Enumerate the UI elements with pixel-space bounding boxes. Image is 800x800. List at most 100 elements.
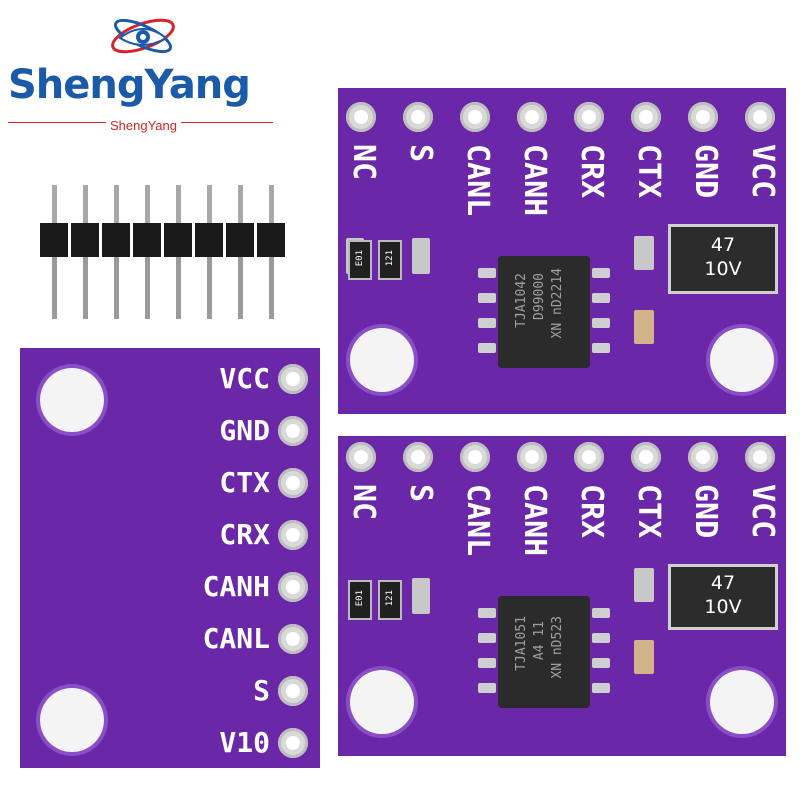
chip-lead — [592, 683, 610, 693]
resistor-code: E01 — [355, 250, 365, 267]
chip-lead — [478, 608, 496, 618]
header-pin — [114, 257, 119, 319]
pin-pad — [278, 416, 308, 446]
pin-pad — [278, 572, 308, 602]
resistor-code: E01 — [355, 590, 365, 607]
pin-label: CANH — [517, 144, 552, 217]
pin-label: CTX — [631, 484, 666, 539]
pin-label: CANL — [202, 622, 270, 655]
pin-label: CRX — [574, 144, 609, 199]
pin-label: VCC — [745, 144, 780, 199]
pin-pad — [460, 102, 490, 132]
pin-pad — [745, 442, 775, 472]
chip-marking: TJA1042 — [514, 273, 529, 328]
capacitor: 47 10V — [668, 224, 778, 294]
chip-lead — [592, 318, 610, 328]
pin-label: CANL — [460, 484, 495, 557]
pin-label: S — [403, 144, 438, 163]
chip-lead — [478, 318, 496, 328]
mount-hole — [350, 670, 414, 734]
chip-lead — [592, 658, 610, 668]
pin-label: NC — [346, 484, 381, 521]
pin-pad — [688, 442, 718, 472]
resistor — [634, 310, 654, 344]
pin-pad — [460, 442, 490, 472]
header-pin — [207, 257, 212, 319]
chip-lead — [478, 343, 496, 353]
brand-subtitle: ShengYang — [106, 118, 181, 133]
resistor: E01 — [348, 580, 372, 620]
chip-lead — [592, 343, 610, 353]
header-pin — [114, 185, 119, 225]
pin-label: GND — [688, 484, 723, 539]
pin-label: CRX — [219, 518, 270, 551]
resistor — [634, 568, 654, 602]
header-pin — [83, 257, 88, 319]
resistor: 121 — [378, 580, 402, 620]
pin-pad — [278, 364, 308, 394]
eye-logo-icon — [111, 18, 175, 54]
pin-label: VCC — [219, 362, 270, 395]
logo — [108, 8, 178, 64]
header-pin — [176, 185, 181, 225]
chip-lead — [592, 268, 610, 278]
header-pin — [83, 185, 88, 225]
pin-pad — [403, 442, 433, 472]
pin-pad — [745, 102, 775, 132]
header-pin — [145, 185, 150, 225]
pin-pad — [688, 102, 718, 132]
pin-header — [40, 185, 300, 325]
resistor: 121 — [378, 240, 402, 280]
resistor: E01 — [348, 240, 372, 280]
header-pin — [176, 257, 181, 319]
header-pin-body — [71, 223, 99, 257]
pin-label: VCC — [745, 484, 780, 539]
pin-pad — [278, 468, 308, 498]
pin-pad — [278, 520, 308, 550]
pin-pad — [278, 728, 308, 758]
component — [412, 578, 430, 614]
pin-label: GND — [219, 414, 270, 447]
header-pin — [145, 257, 150, 319]
pin-label: CTX — [631, 144, 666, 199]
header-pin — [269, 257, 274, 319]
capacitor-value: 47 — [710, 572, 736, 594]
pin-pad — [278, 624, 308, 654]
pin-label: GND — [688, 144, 723, 199]
pin-pad — [631, 442, 661, 472]
resistor — [634, 236, 654, 270]
pin-pad — [346, 102, 376, 132]
chip-lead — [592, 633, 610, 643]
pin-label: CRX — [574, 484, 609, 539]
header-pin-body — [133, 223, 161, 257]
pin-pad — [517, 102, 547, 132]
pin-pad — [631, 102, 661, 132]
header-pin-body — [226, 223, 254, 257]
pin-pad — [403, 102, 433, 132]
mount-hole — [710, 670, 774, 734]
pin-pad — [574, 442, 604, 472]
mount-hole — [350, 328, 414, 392]
resistor — [634, 640, 654, 674]
chip-marking: XN nD2214 — [550, 268, 565, 339]
ic-chip — [498, 596, 590, 708]
brand-title: ShengYang — [8, 62, 251, 108]
header-pin-body — [40, 223, 68, 257]
capacitor-voltage: 10V — [704, 596, 742, 618]
chip-marking: TJA1051 — [514, 616, 529, 671]
chip-lead — [592, 293, 610, 303]
header-pin-body — [164, 223, 192, 257]
pin-label: S — [253, 674, 270, 707]
header-pin-body — [195, 223, 223, 257]
header-pin — [52, 185, 57, 225]
pin-label: V10 — [219, 726, 270, 759]
chip-lead — [478, 633, 496, 643]
header-pin — [207, 185, 212, 225]
pin-label: CANL — [460, 144, 495, 217]
pin-pad — [278, 676, 308, 706]
resistor-code: 121 — [385, 250, 395, 267]
component — [412, 238, 430, 274]
